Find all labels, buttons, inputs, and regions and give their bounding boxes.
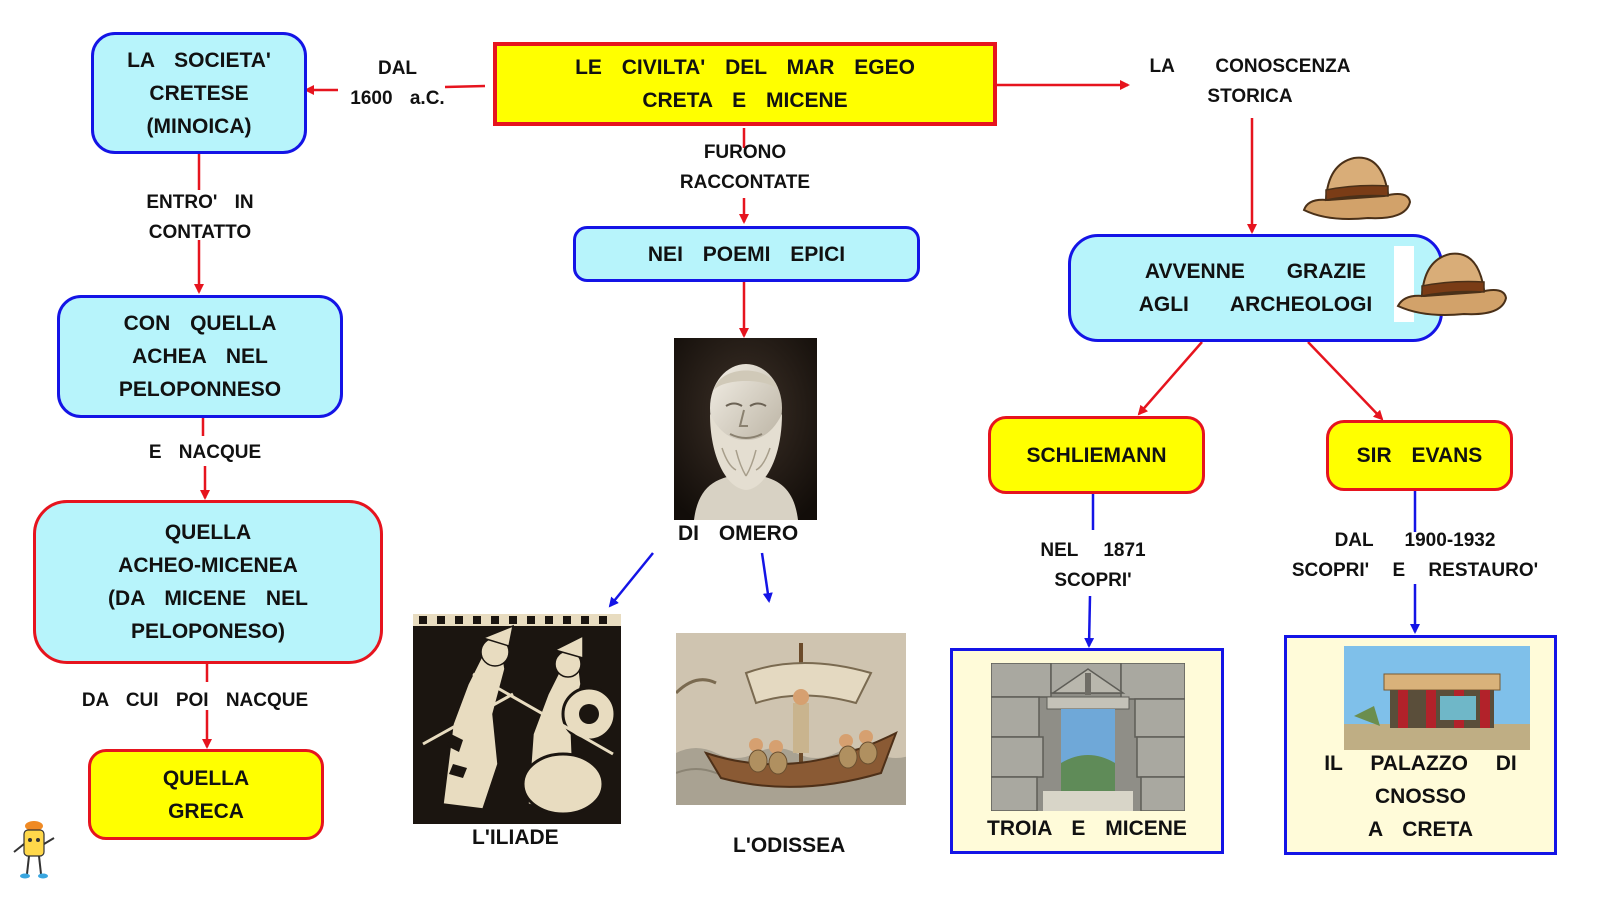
evans-label: DAL 1900-1932 SCOPRI' E RESTAURO': [1280, 526, 1550, 586]
contact-label: ENTRO' IN CONTATTO: [130, 188, 270, 248]
title-box: LE CIVILTA' DEL MAR EGEO CRETA E MICENE: [493, 42, 997, 126]
knossos-palace-image: [1344, 646, 1530, 750]
knossos-line3: A CRETA: [1368, 818, 1473, 841]
date-label-line2: 1600 a.C.: [350, 88, 445, 109]
archaeologists-line1: AVVENNE GRAZIE: [1144, 260, 1367, 283]
evans-box: SIR EVANS: [1326, 420, 1513, 491]
iliad-vase-image: [413, 614, 621, 824]
achaean-line1: CON QUELLA: [123, 312, 277, 335]
contact-label-line1: ENTRO' IN: [146, 192, 254, 213]
told-label-line1: FURONO: [703, 142, 787, 163]
homer-caption: DI OMERO: [678, 522, 799, 545]
odyssey-mosaic-image: [676, 633, 906, 805]
schliemann-label-line2: SCOPRI': [1054, 570, 1132, 591]
born-label: E NACQUE: [148, 442, 262, 463]
troy-mycenae-text: TROIA E MICENE: [987, 817, 1187, 840]
knossos-line2: CNOSSO: [1374, 785, 1466, 808]
achaean-line2: ACHEA NEL: [132, 345, 268, 368]
cretan-society-box: LA SOCIETA' CRETESE (MINOICA): [91, 32, 307, 154]
then-label: DA CUI POI NACQUE: [81, 690, 309, 711]
mycenaean-line2: ACHEO-MICENEA: [118, 554, 298, 577]
achaean-box: CON QUELLA ACHEA NEL PELOPONNESO: [57, 295, 343, 418]
told-label: FURONO RACCONTATE: [660, 138, 830, 198]
evans-label-line1: DAL 1900-1932: [1334, 530, 1496, 551]
title-line1: LE CIVILTA' DEL MAR EGEO: [575, 56, 915, 79]
homer-bust-image: [674, 338, 817, 520]
iliad-caption: L'ILIADE: [472, 826, 559, 849]
archaeologists-box: AVVENNE GRAZIE AGLI ARCHEOLOGI: [1068, 234, 1443, 342]
knowledge-label-line1: LA CONOSCENZA: [1149, 56, 1351, 77]
cretan-line3: (MINOICA): [146, 114, 252, 138]
title-line2: CRETA E MICENE: [642, 89, 848, 112]
explorer-hat-icon-2: [1394, 246, 1508, 322]
schliemann-label-line1: NEL 1871: [1040, 540, 1146, 561]
epic-poems-text: NEI POEMI EPICI: [647, 242, 846, 266]
archaeologists-line2: AGLI ARCHEOLOGI: [1138, 293, 1373, 316]
knossos-line1: IL PALAZZO DI: [1324, 752, 1517, 775]
greek-box: QUELLA GRECA: [88, 749, 324, 840]
troy-mycenae-box: TROIA E MICENE: [950, 648, 1224, 854]
mycenaean-line1: QUELLA: [164, 521, 252, 544]
knossos-box: IL PALAZZO DI CNOSSO A CRETA: [1284, 635, 1557, 855]
evans-label-line2: SCOPRI' E RESTAURO': [1291, 560, 1539, 581]
epic-poems-box: NEI POEMI EPICI: [573, 226, 920, 282]
date-label-line1: DAL: [377, 58, 418, 79]
mycenaean-line3: (DA MICENE NEL: [108, 587, 308, 610]
schliemann-label: NEL 1871 SCOPRI': [1028, 536, 1158, 596]
greek-line1: QUELLA: [162, 766, 250, 790]
schliemann-text: SCHLIEMANN: [1026, 443, 1167, 467]
contact-label-line2: CONTATTO: [148, 222, 252, 243]
lion-gate-image: [991, 663, 1185, 811]
evans-text: SIR EVANS: [1356, 444, 1483, 467]
told-label-line2: RACCONTATE: [679, 172, 811, 193]
knowledge-label-line2: STORICA: [1207, 86, 1293, 107]
mycenaean-line4: PELOPONESO): [130, 620, 286, 643]
schliemann-box: SCHLIEMANN: [988, 416, 1205, 494]
mycenaean-box: QUELLA ACHEO-MICENEA (DA MICENE NEL PELO…: [33, 500, 383, 664]
achaean-line3: PELOPONNESO: [118, 378, 282, 401]
explorer-hat-icon: [1302, 156, 1412, 220]
greek-line2: GRECA: [168, 799, 244, 823]
cretan-line1: LA SOCIETA': [127, 48, 271, 72]
mascot-figure-icon: [13, 821, 55, 879]
cretan-line2: CRETESE: [149, 81, 249, 105]
date-label: DAL 1600 a.C.: [340, 54, 455, 114]
odyssey-caption: L'ODISSEA: [733, 834, 846, 857]
knowledge-label: LA CONOSCENZA STORICA: [1125, 52, 1375, 112]
